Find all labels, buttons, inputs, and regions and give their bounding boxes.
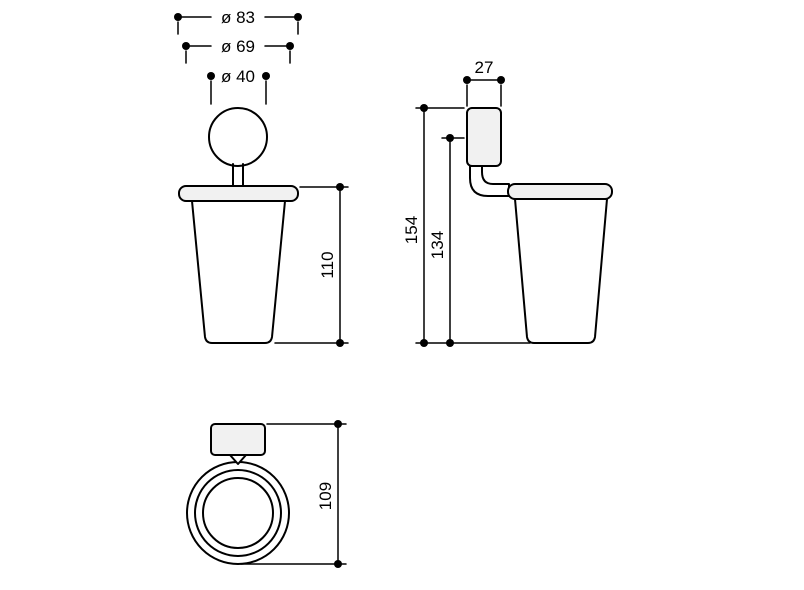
- dim-endpoint-dot: [334, 420, 342, 428]
- dim-label-diameter-rim: ø 69: [221, 37, 255, 56]
- dim-bracket-width: 27: [463, 58, 505, 107]
- cup-body-side: [514, 198, 608, 344]
- holder-collar-side: [507, 183, 613, 200]
- ring-middle: [194, 469, 282, 557]
- dim-label-bracket-width: 27: [475, 58, 494, 77]
- cup-body: [191, 200, 286, 344]
- dim-label-diameter-knob: ø 40: [221, 67, 255, 86]
- dim-endpoint-dot: [334, 560, 342, 568]
- holder-arm: [469, 165, 510, 197]
- dim-endpoint-dot: [174, 13, 182, 21]
- holder-collar: [178, 185, 299, 202]
- dim-endpoint-dot: [336, 183, 344, 191]
- dim-endpoint-dot: [336, 339, 344, 347]
- dim-diameter-knob: ø 40: [207, 67, 270, 105]
- dim-endpoint-dot: [463, 76, 471, 84]
- wall-plate: [210, 423, 266, 456]
- dim-endpoint-dot: [262, 72, 270, 80]
- dim-holder-height: 134: [428, 134, 465, 347]
- dim-endpoint-dot: [497, 76, 505, 84]
- dim-diameter-outer: ø 83: [174, 8, 302, 35]
- dim-label-diameter-outer: ø 83: [221, 8, 255, 27]
- dim-label-holder-height: 134: [428, 231, 447, 259]
- dim-diameter-rim: ø 69: [182, 37, 294, 64]
- dim-cup-height: 110: [274, 183, 349, 347]
- dim-label-ring-height: 109: [316, 482, 335, 510]
- dim-endpoint-dot: [446, 134, 454, 142]
- wall-bracket: [466, 107, 502, 167]
- ring-view: 109: [186, 420, 347, 568]
- dim-ring-height: 109: [240, 420, 347, 568]
- dim-endpoint-dot: [286, 42, 294, 50]
- knob-ball: [208, 107, 268, 167]
- dim-endpoint-dot: [182, 42, 190, 50]
- dim-endpoint-dot: [207, 72, 215, 80]
- dim-label-cup-height: 110: [318, 251, 337, 278]
- dim-overall-height: 154: [402, 104, 465, 347]
- ring-inner: [202, 477, 274, 549]
- dim-label-overall-height: 154: [402, 216, 421, 244]
- dim-endpoint-dot: [420, 104, 428, 112]
- side-view: 27 154 134: [402, 58, 613, 347]
- front-view: ø 83 ø 69 ø 40: [174, 8, 349, 347]
- joint-notch: [229, 454, 247, 465]
- dim-endpoint-dot: [294, 13, 302, 21]
